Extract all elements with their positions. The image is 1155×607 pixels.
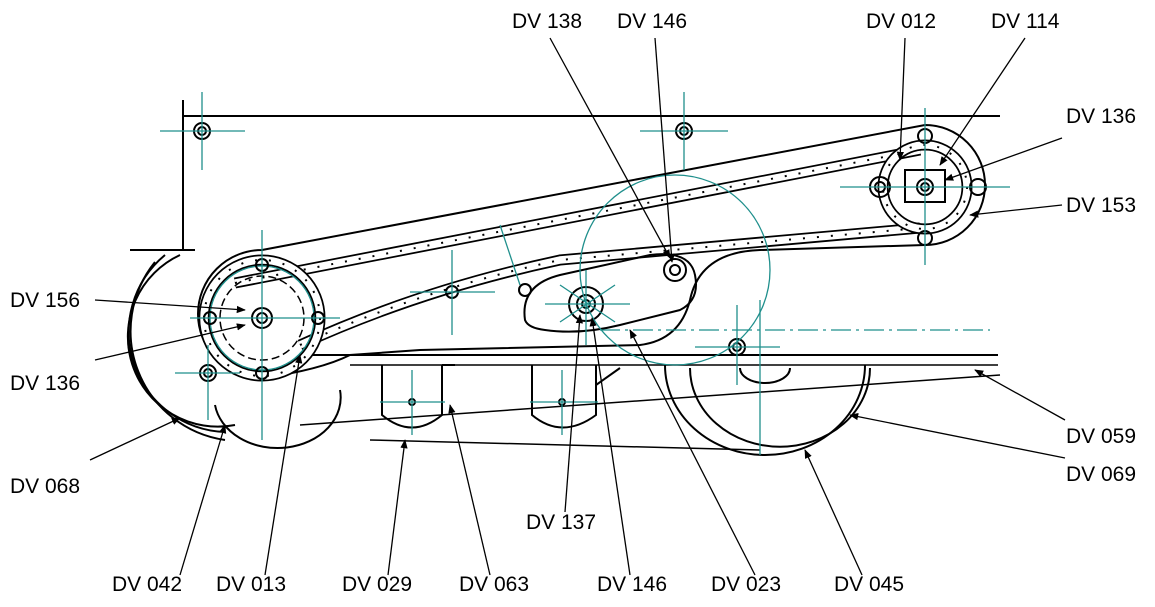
label-dv137-mid: DV 137: [526, 511, 597, 534]
label-dv029-bottom: DV 029: [342, 573, 413, 596]
label-dv063-bottom: DV 063: [459, 573, 530, 596]
label-dv042-bottom: DV 042: [112, 573, 183, 596]
label-dv146-top: DV 146: [617, 10, 688, 33]
label-dv136-right: DV 136: [1066, 105, 1137, 128]
centerlines: [160, 92, 1010, 455]
label-dv013-bottom: DV 013: [216, 573, 287, 596]
rollers: [381, 364, 621, 429]
label-dv012-top: DV 012: [866, 10, 937, 33]
label-dv023-bottom: DV 023: [711, 573, 782, 596]
label-dv114-top: DV 114: [991, 10, 1060, 33]
label-dv069-right: DV 069: [1066, 463, 1137, 486]
leader-lines: [89, 37, 1066, 576]
label-dv153-right: DV 153: [1066, 194, 1137, 217]
label-dv059-right: DV 059: [1066, 425, 1137, 448]
label-dv156-left: DV 156: [10, 289, 81, 312]
right-wheel: [664, 364, 871, 456]
label-dv136-left: DV 136: [10, 372, 81, 395]
label-dv138-top: DV 138: [512, 10, 583, 33]
label-dv045-bottom: DV 045: [834, 573, 905, 596]
label-dv068-left: DV 068: [10, 475, 81, 498]
chain-lower: [297, 222, 921, 351]
chain-upper: [233, 144, 922, 289]
label-dv146-bottom: DV 146: [597, 573, 668, 596]
